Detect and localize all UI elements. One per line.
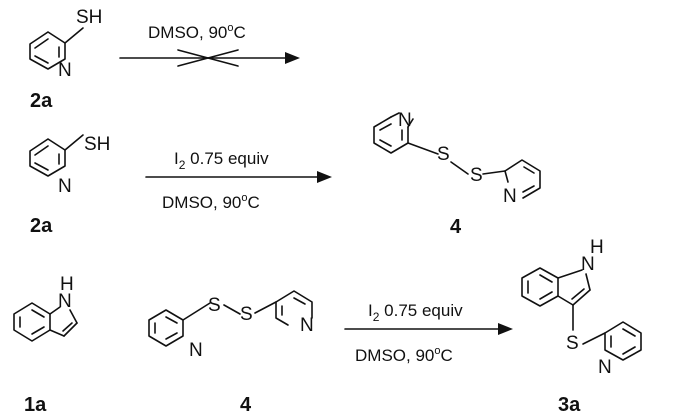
arrowhead xyxy=(498,323,513,335)
right-pyridine-ring xyxy=(504,159,541,199)
pyridine-n-label: N xyxy=(300,315,314,336)
sulfur-label: S xyxy=(208,295,221,316)
sulfur-label: S xyxy=(437,144,450,165)
pyridine-n-label: N xyxy=(58,176,72,197)
indole-n-label: N xyxy=(581,254,595,275)
pyridine-n-label: N xyxy=(598,357,612,378)
svg-text:I2 0.75 equiv: I2 0.75 equiv xyxy=(368,301,463,324)
thiol-group-label: SH xyxy=(84,134,110,155)
arrow-no-reaction: DMSO, 90oC xyxy=(119,22,300,67)
svg-text:DMSO, 90oC: DMSO, 90oC xyxy=(148,22,246,42)
indole-n-label: N xyxy=(58,291,72,312)
compound-label-4-reactant: 4 xyxy=(240,394,252,416)
thiol-group-label: SH xyxy=(76,7,102,28)
molecule-2a-row2: SH N xyxy=(29,134,110,197)
ring-2a-row1 xyxy=(29,31,66,70)
pyridine-ring xyxy=(604,321,642,361)
svg-text:I2 0.75 equiv: I2 0.75 equiv xyxy=(174,149,269,172)
svg-text:DMSO, 90oC: DMSO, 90oC xyxy=(162,192,260,212)
molecule-1a-indole: N H xyxy=(13,274,78,342)
pyridine-n-label: N xyxy=(189,340,203,361)
left-pyridine-ring xyxy=(148,309,184,347)
compound-label-2a-row1: 2a xyxy=(30,90,53,112)
indole-h-label: H xyxy=(590,237,604,258)
molecule-3a-product: N H S N xyxy=(521,237,642,378)
compound-label-2a-row2: 2a xyxy=(30,215,53,237)
molecule-2a-row1: SH N xyxy=(29,7,102,81)
ring-2a-row2 xyxy=(29,138,66,177)
arrow-reaction-2: I2 0.75 equiv DMSO, 90oC xyxy=(145,149,332,212)
cross-mark-b xyxy=(177,49,239,67)
compound-label-1a: 1a xyxy=(24,394,47,416)
left-pyridine-ring xyxy=(373,116,409,154)
arrowhead xyxy=(317,171,332,183)
indole-h-label: H xyxy=(60,274,74,295)
pyridine-n-label: N xyxy=(398,110,412,131)
sulfur-label: S xyxy=(240,304,253,325)
pyridine-n-label: N xyxy=(58,60,72,81)
pyridine-n-label: N xyxy=(503,186,517,207)
arrowhead xyxy=(285,52,300,64)
right-pyridine-ring xyxy=(275,290,313,319)
molecule-4-reactant: N S S N xyxy=(148,290,314,361)
svg-text:DMSO, 90oC: DMSO, 90oC xyxy=(355,345,453,365)
molecule-4-product: N S S N xyxy=(373,110,541,207)
arrow-reaction-3: I2 0.75 equiv DMSO, 90oC xyxy=(344,301,513,365)
compound-label-4-product: 4 xyxy=(450,216,462,238)
compound-label-3a: 3a xyxy=(558,394,581,416)
sulfur-label: S xyxy=(470,165,483,186)
sulfur-label: S xyxy=(566,333,579,354)
